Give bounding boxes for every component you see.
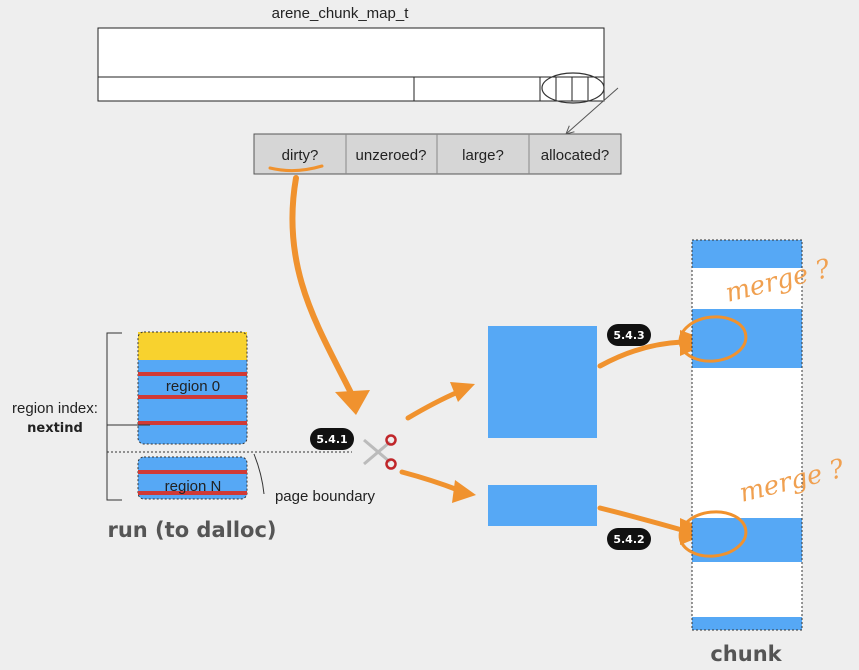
bit-allocated: allocated? bbox=[541, 147, 609, 164]
region-index-label: region index: bbox=[12, 400, 98, 417]
scissors-icon bbox=[363, 434, 397, 470]
run-block-tail bbox=[137, 456, 248, 500]
split-to-lower-arrowhead bbox=[452, 480, 476, 503]
chunk-map-struct bbox=[97, 27, 605, 104]
region-index-name: nextind bbox=[27, 421, 83, 436]
step-badge-split bbox=[310, 428, 354, 450]
split-piece-lower bbox=[488, 485, 597, 526]
page-boundary-label: page boundary bbox=[275, 488, 376, 505]
chunk-caption: chunk bbox=[710, 642, 782, 666]
split-to-upper-arrowhead bbox=[450, 382, 475, 402]
bit-dirty: dirty? bbox=[282, 147, 319, 164]
lower-to-chunk-arrow bbox=[597, 505, 685, 533]
step-badge-merge-low-text: 5.4.2 bbox=[613, 533, 644, 546]
step-badge-merge-high bbox=[607, 324, 651, 346]
region-bracket bbox=[106, 332, 122, 501]
merge-low-circle bbox=[678, 510, 748, 558]
split-piece-upper bbox=[488, 326, 597, 438]
struct-title: arene_chunk_map_t bbox=[272, 5, 410, 22]
split-to-upper-arrow bbox=[405, 389, 461, 421]
run-block bbox=[137, 331, 248, 445]
step-badge-merge-high-text: 5.4.3 bbox=[613, 329, 644, 342]
merge-high-circle bbox=[678, 315, 748, 363]
split-to-lower-arrow bbox=[399, 469, 461, 493]
bit-large: large? bbox=[462, 147, 504, 164]
bit-highlight-ellipse bbox=[541, 72, 605, 104]
dirty-underline bbox=[268, 164, 324, 173]
step-badge-merge-low bbox=[607, 528, 651, 550]
step-badge-split-text: 5.4.1 bbox=[316, 433, 347, 446]
dirty-to-split-arrow bbox=[289, 175, 355, 398]
dirty-to-split-arrowhead bbox=[335, 390, 370, 415]
zoom-pointer-arrow bbox=[566, 87, 619, 134]
page-boundary-leader bbox=[253, 453, 265, 495]
bit-unzeroed: unzeroed? bbox=[356, 147, 427, 164]
region-last-label: region N bbox=[165, 478, 222, 495]
upper-to-chunk-arrow bbox=[597, 339, 685, 369]
run-caption: run (to dalloc) bbox=[107, 518, 276, 542]
region-first-label: region 0 bbox=[166, 378, 220, 395]
